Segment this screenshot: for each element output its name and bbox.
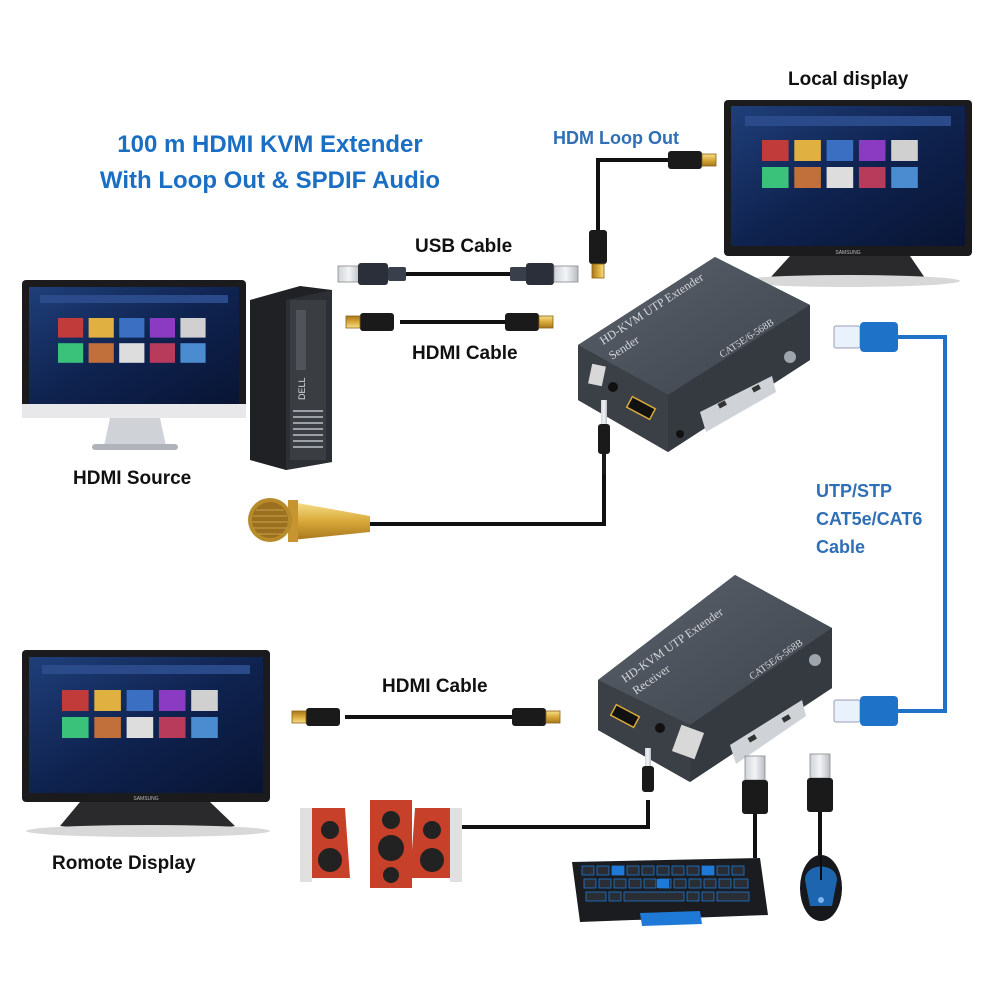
rj45-connector-icon [833,696,898,726]
keyboard-icon [572,858,768,926]
hdmi-source-label: HDMI Source [73,468,192,489]
monitor-brand-remote: SAMSUNG [133,796,158,802]
network-cable-label: UTP/STP CAT5e/CAT6 Cable [816,477,922,561]
hdmi-connector-icon [291,707,341,727]
remote-display-label: Romote Display [52,853,196,874]
usb-connector-icon [807,753,833,812]
hdmi-connector-icon [588,229,608,279]
usb-connector-icon [337,263,406,285]
usb-connector-icon [510,263,579,285]
receiver-extender-box: HD-KVM UTP Extender Receiver CAT5E/6-568… [598,575,832,782]
mouse-icon [800,855,842,921]
cables [345,158,947,858]
diagram-title: 100 m HDMI KVM Extender With Loop Out & … [60,127,480,199]
hdmi-source-monitor-icon [22,280,246,450]
hdmi-connector-icon [511,707,561,727]
hdmi-connector-icon [504,312,554,332]
audio-jack-icon [598,400,610,474]
hdmi-loop-out-label: HDM Loop Out [553,128,679,148]
usb-connector-icon [742,755,768,814]
hdmi-cable-top-label: HDMI Cable [412,343,518,364]
remote-display-monitor-icon: SAMSUNG [22,650,270,837]
rj45-connector-icon [833,322,898,352]
desktop-pc-icon: DELL [250,286,332,470]
usb-cable-label: USB Cable [415,236,513,257]
hdmi-connector-icon [667,150,717,170]
speaker-icon [300,800,462,888]
hdmi-loop-out-cable [596,158,680,232]
title-line-2: With Loop Out & SPDIF Audio [99,167,441,194]
monitor-brand-local: SAMSUNG [835,250,860,256]
audio-jack-icon [642,748,654,792]
local-display-label: Local display [788,69,909,90]
hdmi-cable-bottom-label: HDMI Cable [382,676,488,697]
title-line-1: 100 m HDMI KVM Extender [117,131,423,158]
network-cable [895,335,947,713]
network-cable-label-line-1: UTP/STP [816,481,893,501]
hdmi-connector-icon [345,312,395,332]
pc-brand-text: DELL [297,377,307,400]
local-display-monitor-icon: SAMSUNG [724,100,972,287]
network-cable-label-line-2: CAT5e/CAT6 [816,509,923,529]
microphone-icon [248,498,370,542]
microphone-cable [370,472,606,526]
network-cable-label-line-3: Cable [816,537,866,557]
speaker-audio-cable [460,800,650,829]
sender-extender-box: HD-KVM UTP Extender Sender CAT5E/6-568B [578,257,810,452]
